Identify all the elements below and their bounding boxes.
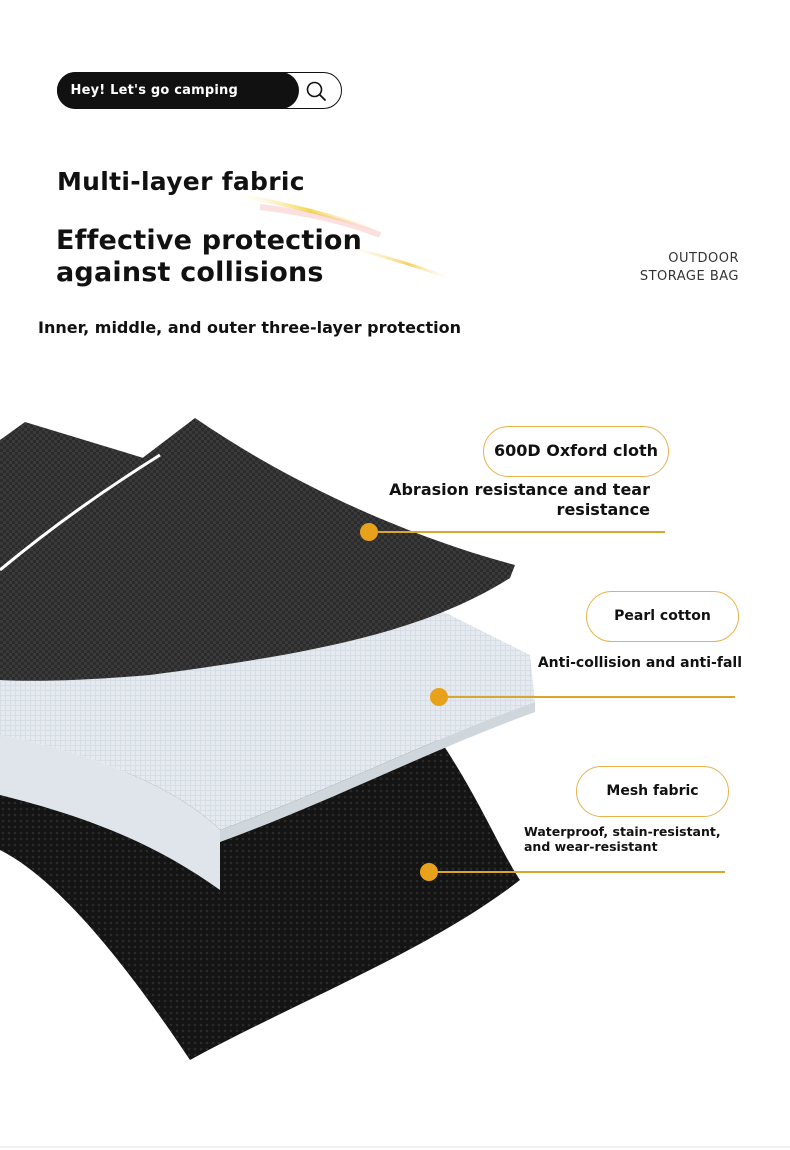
layer-desc-oxford: Abrasion resistance and tear resistance [330, 480, 650, 520]
layer-tag-mesh: Mesh fabric [576, 766, 729, 817]
subheading: Inner, middle, and outer three-layer pro… [38, 318, 462, 337]
layer-desc-pearl-line1: Anti-collision and anti-fall [537, 655, 742, 671]
fabric-layers-illustration [0, 418, 535, 1060]
bottom-divider [0, 1146, 790, 1148]
headline-big-line1: Effective protection [56, 225, 363, 256]
layer-desc-oxford-line1: Abrasion resistance and tear [389, 480, 650, 499]
layer-desc-oxford-line2: resistance [556, 500, 650, 519]
side-label-line1: OUTDOOR [668, 251, 739, 266]
slogan-pill: Hey! Let's go camping together! [56, 71, 342, 135]
pearl-leader-line [448, 696, 735, 698]
layer-desc-pearl: Anti-collision and anti-fall [442, 654, 742, 672]
oxford-cloth-layer [0, 418, 515, 681]
pearl-cotton-layer [0, 600, 535, 830]
mesh-marker-dot [420, 863, 438, 881]
mesh-leader-line [438, 871, 725, 873]
side-label-line2: STORAGE BAG [639, 269, 739, 284]
slogan-text: Hey! Let's go camping together! [56, 71, 299, 135]
search-icon[interactable] [305, 80, 327, 102]
layer-desc-mesh-line2: and wear-resistant [524, 839, 658, 854]
light-streak-decoration [229, 191, 456, 282]
oxford-leader-line [378, 531, 665, 533]
oxford-marker-dot [360, 523, 378, 541]
headline-big-line2: against collisions [56, 257, 324, 288]
pearl-marker-dot [430, 688, 448, 706]
headline-small: Multi-layer fabric [57, 167, 305, 196]
layer-tag-oxford: 600D Oxford cloth [483, 426, 669, 477]
pearl-cotton-edge [0, 735, 220, 890]
layer-tag-pearl: Pearl cotton [586, 591, 739, 642]
layer-desc-mesh: Waterproof, stain-resistant, and wear-re… [524, 824, 721, 854]
headline-big: Effective protection against collisions [56, 225, 362, 289]
product-category-label: OUTDOOR STORAGE BAG [640, 250, 739, 286]
layer-desc-mesh-line1: Waterproof, stain-resistant, [524, 824, 721, 839]
